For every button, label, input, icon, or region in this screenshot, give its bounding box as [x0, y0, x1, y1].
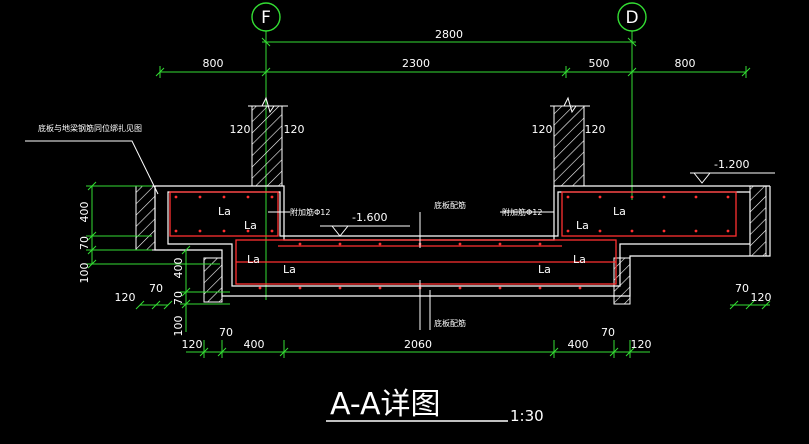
dimension-left-vertical [86, 181, 220, 269]
axis-marker-d: D [617, 2, 647, 200]
wall-left [248, 96, 288, 187]
dim-right-small-70: 70 [735, 282, 749, 295]
la-label-4: La [283, 263, 296, 276]
note-rebar-left: 附加筋Φ12 [290, 207, 330, 217]
axis-label-f: F [261, 8, 271, 28]
dim-top-2300: 2300 [402, 57, 430, 70]
leader-lines [25, 140, 554, 330]
dimension-overall-label: 2800 [435, 28, 463, 41]
dim-left-small-70: 70 [149, 282, 163, 295]
elevation-right-label: -1.200 [714, 158, 749, 171]
wall-right [550, 96, 590, 187]
dimension-right-small [729, 300, 771, 310]
dim-top-800-left: 800 [203, 57, 224, 70]
drawing-title: A-A详图 [330, 387, 441, 422]
dim-bottom-2060: 2060 [404, 338, 432, 351]
la-label-5: La [538, 263, 551, 276]
dimension-left-inner-vertical [180, 245, 230, 332]
elevation-bottom-label: -1.600 [352, 211, 387, 224]
la-label-7: La [576, 219, 589, 232]
dim-left-inner-70: 70 [172, 291, 185, 305]
la-label-3: La [247, 253, 260, 266]
hatch-left-wall [135, 185, 156, 251]
wall-left-dim-inner: 120 [284, 123, 305, 136]
la-label-1: La [218, 205, 231, 218]
dimension-top-row [155, 66, 751, 78]
dim-bottom-70-right: 70 [601, 326, 615, 339]
wall-right-dim-inner: 120 [585, 123, 606, 136]
wall-right-dim-outer: 120 [532, 123, 553, 136]
dim-bottom-400-left: 400 [244, 338, 265, 351]
hatch-right-wall [749, 185, 767, 257]
axis-label-d: D [625, 8, 638, 28]
dim-bottom-400-right: 400 [568, 338, 589, 351]
dim-bottom-70-left: 70 [219, 326, 233, 339]
dim-left-small-120: 120 [115, 291, 136, 304]
dimension-overall [261, 37, 637, 47]
note-bottom-center: 底板配筋 [434, 318, 466, 328]
dimension-left-small [135, 300, 173, 310]
dim-left-100: 100 [78, 263, 91, 284]
dimension-bottom-row [186, 340, 650, 358]
dim-bottom-120-right: 120 [631, 338, 652, 351]
elevation-marker-right [690, 172, 775, 184]
dim-left-inner-100: 100 [172, 316, 185, 337]
dim-left-70: 70 [78, 236, 91, 250]
hatch-left-lower-wall [203, 257, 223, 303]
note-rebar-right: 附加筋Φ12 [502, 207, 542, 217]
la-label-8: La [613, 205, 626, 218]
la-label-6: La [573, 253, 586, 266]
dim-top-500: 500 [589, 57, 610, 70]
dim-bottom-120-left: 120 [182, 338, 203, 351]
drawing-scale: 1:30 [510, 407, 544, 425]
wall-left-dim-outer: 120 [230, 123, 251, 136]
la-label-2: La [244, 219, 257, 232]
note-left-leader: 底板与地梁钢筋同位绑扎见图 [38, 123, 142, 133]
dim-right-small-120: 120 [751, 291, 772, 304]
elevation-marker-bottom [320, 225, 410, 237]
dim-left-inner-400: 400 [172, 258, 185, 279]
dim-left-400: 400 [78, 202, 91, 223]
dim-top-800-right: 800 [675, 57, 696, 70]
hatch-right-lower-wall [613, 257, 631, 305]
note-top-center: 底板配筋 [434, 200, 466, 210]
